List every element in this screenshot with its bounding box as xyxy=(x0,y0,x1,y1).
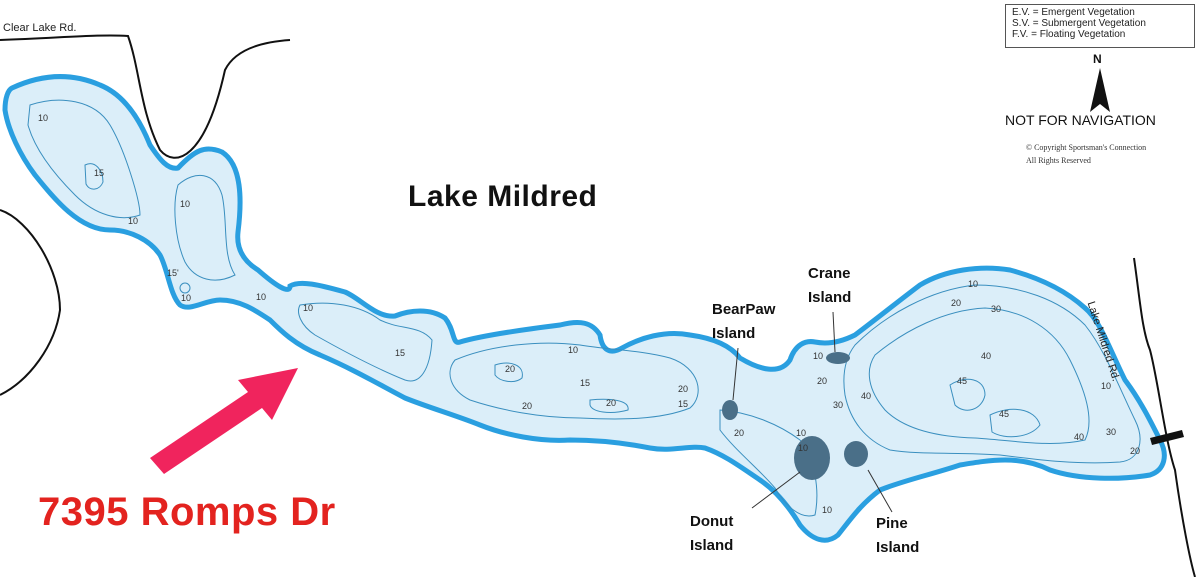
pine-island-label-line2: Island xyxy=(876,539,920,556)
depth-label: 20 xyxy=(1130,446,1141,456)
depth-label: 45 xyxy=(957,376,968,386)
depth-label: 40 xyxy=(981,351,992,361)
depth-label: 10 xyxy=(968,279,979,289)
depth-label: 10 xyxy=(798,443,809,453)
depth-label: 10 xyxy=(796,428,807,438)
donut-island xyxy=(794,436,830,480)
depth-label: 20 xyxy=(606,398,617,408)
depth-label: 15 xyxy=(678,399,689,409)
donut-island-label-line1: Donut xyxy=(690,513,734,530)
depth-label: 30 xyxy=(833,400,844,410)
depth-contour-west-inner xyxy=(84,163,104,190)
north-label: N xyxy=(1093,52,1102,66)
depth-label: 15 xyxy=(580,378,591,388)
depth-label: 20 xyxy=(522,401,533,411)
copyright: © Copyright Sportsman's Connection All R… xyxy=(1026,141,1146,167)
depth-contour-east-1 xyxy=(843,284,1141,464)
road-left xyxy=(0,209,62,396)
address-arrow-icon xyxy=(150,368,298,474)
depth-contour-middle-inner-2 xyxy=(589,398,629,413)
depth-contour-east-4 xyxy=(989,408,1041,438)
depth-label: 10 xyxy=(38,113,49,123)
dock xyxy=(1150,430,1184,445)
depth-label: 20 xyxy=(817,376,828,386)
depth-label: 15 xyxy=(395,348,406,358)
donut-leader xyxy=(751,471,801,509)
depth-label: 30 xyxy=(1106,427,1117,437)
donut-island-label: Donut Island xyxy=(690,510,733,558)
depth-label: 10 xyxy=(303,303,314,313)
bearpaw-island-label: BearPaw Island xyxy=(712,298,775,346)
small-island-west xyxy=(179,282,191,294)
depth-contour-east-3 xyxy=(949,378,986,411)
depth-contour-south xyxy=(719,409,818,517)
depth-label: 10 xyxy=(568,345,579,355)
pine-island-label: Pine Island xyxy=(876,512,919,560)
depth-label: 10 xyxy=(1101,381,1112,391)
depth-label: 15 xyxy=(94,168,105,178)
depth-label: 20 xyxy=(734,428,745,438)
pine-leader xyxy=(867,469,893,513)
bearpaw-island-label-line1: BearPaw xyxy=(712,301,776,318)
depth-label: 40 xyxy=(861,391,872,401)
copyright-line1: © Copyright Sportsman's Connection xyxy=(1026,143,1147,152)
bearpaw-island-label-line2: Island xyxy=(712,325,756,342)
crane-island-label-line1: Crane xyxy=(808,265,851,282)
depth-contour-east-2 xyxy=(868,307,1090,444)
depth-label: 20 xyxy=(951,298,962,308)
legend-sv: S.V. = Submergent Vegetation xyxy=(1012,18,1146,29)
not-for-navigation-notice: NOT FOR NAVIGATION xyxy=(1005,112,1156,128)
depth-label: 10 xyxy=(822,505,833,515)
pine-island xyxy=(844,441,868,467)
donut-island-label-line2: Island xyxy=(690,537,734,554)
depth-contour-middle xyxy=(449,342,699,420)
crane-island-label-line2: Island xyxy=(808,289,852,306)
lake-mildred-road xyxy=(1133,257,1196,577)
crane-leader xyxy=(832,311,836,353)
depth-label: 10 xyxy=(256,292,267,302)
depth-label: 30 xyxy=(991,304,1002,314)
bearpaw-island xyxy=(722,400,738,420)
address-label: 7395 Romps Dr xyxy=(38,490,336,534)
bearpaw-leader xyxy=(732,347,739,401)
crane-island-label: Crane Island xyxy=(808,262,851,310)
clear-lake-road xyxy=(0,34,291,159)
depth-label: 20 xyxy=(505,364,516,374)
north-arrow-icon xyxy=(1090,68,1110,112)
depth-label: 40 xyxy=(1074,432,1085,442)
depth-label: 20 xyxy=(678,384,689,394)
legend-ev: E.V. = Emergent Vegetation xyxy=(1012,7,1135,18)
depth-label: 10 xyxy=(813,351,824,361)
vegetation-legend: E.V. = Emergent Vegetation S.V. = Submer… xyxy=(1005,4,1195,48)
depth-contour-middle-inner xyxy=(494,362,523,383)
depth-contour-north-arm xyxy=(174,174,236,281)
depth-contour-west xyxy=(27,99,141,219)
legend-fv: F.V. = Floating Vegetation xyxy=(1012,29,1126,40)
lake-title: Lake Mildred xyxy=(408,180,598,213)
depth-label: 10 xyxy=(180,199,191,209)
depth-label: 45 xyxy=(999,409,1010,419)
pine-island-label-line1: Pine xyxy=(876,515,908,532)
depth-label: 10 xyxy=(128,216,139,226)
crane-island xyxy=(826,352,850,364)
depth-contour-channel xyxy=(298,302,433,382)
depth-label: 15' xyxy=(167,268,179,278)
copyright-line2: All Rights Reserved xyxy=(1026,156,1091,165)
lake-shoreline xyxy=(2,74,1167,543)
depth-label: 10 xyxy=(181,293,192,303)
clear-lake-road-label: Clear Lake Rd. xyxy=(3,22,77,34)
